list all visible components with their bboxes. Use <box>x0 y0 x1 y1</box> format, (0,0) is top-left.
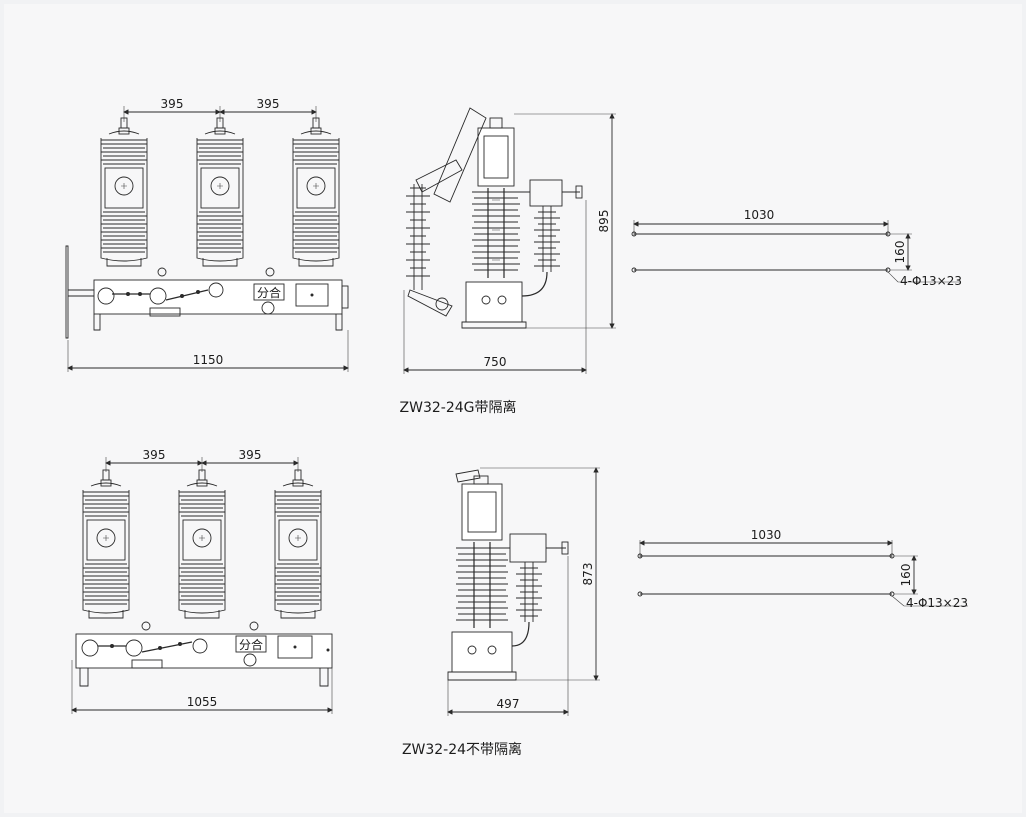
mounting-plan-1: 1030 160 4-Φ13×23 <box>631 208 962 288</box>
dim-width-2: 1055 <box>187 695 218 709</box>
dim-height-1: 895 <box>597 210 611 233</box>
dim-height-2: 873 <box>581 563 595 586</box>
dim-width-1: 1150 <box>193 353 224 367</box>
open-close-label-1: 分合 <box>257 285 281 300</box>
mount-holes-1: 4-Φ13×23 <box>900 274 962 288</box>
front-view-2: 395 395 分合 1055 <box>71 448 333 714</box>
open-close-label-2: 分合 <box>239 637 263 652</box>
mounting-plan-2: 1030 160 4-Φ13×23 <box>637 528 968 610</box>
mount-spacing-2: 160 <box>899 564 913 587</box>
mount-length-1: 1030 <box>744 208 775 222</box>
dim-pitch-left-1: 395 <box>161 97 184 111</box>
caption-1: ZW32-24G带隔离 <box>400 399 517 416</box>
caption-2: ZW32-24不带隔离 <box>402 741 522 758</box>
dim-depth-1: 750 <box>484 355 507 369</box>
front-view-1: 395 395 分合 1150 <box>65 97 349 372</box>
dim-depth-2: 497 <box>497 697 520 711</box>
dim-pitch-right-2: 395 <box>239 448 262 462</box>
mount-spacing-1: 160 <box>893 241 907 264</box>
mount-length-2: 1030 <box>751 528 782 542</box>
dim-pitch-right-1: 395 <box>257 97 280 111</box>
dim-pitch-left-2: 395 <box>143 448 166 462</box>
mount-holes-2: 4-Φ13×23 <box>906 596 968 610</box>
side-view-1: 895 750 <box>403 107 616 374</box>
side-view-2: 873 497 <box>447 467 600 716</box>
